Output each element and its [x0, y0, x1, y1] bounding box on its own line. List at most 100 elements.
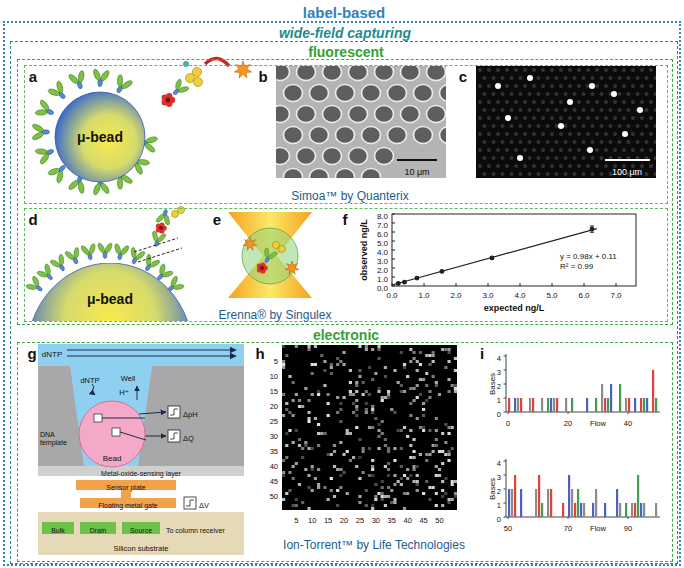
pixel [342, 363, 345, 366]
tick-mark [488, 283, 489, 286]
empty-well [631, 84, 635, 88]
empty-well [645, 92, 649, 96]
empty-well [564, 124, 568, 128]
empty-well [568, 132, 572, 136]
pixel [365, 504, 368, 507]
tick-mark [508, 517, 509, 519]
pixel [282, 366, 285, 369]
fluorophore [234, 61, 252, 78]
empty-well [523, 164, 527, 168]
empty-well [613, 100, 617, 104]
gate-via [121, 490, 131, 498]
text-holder: 0 [497, 508, 501, 526]
pixel [454, 384, 457, 387]
pixel [314, 477, 317, 480]
flow-bar [565, 398, 567, 412]
pixel [362, 393, 365, 396]
pixel [339, 486, 342, 489]
pixel [387, 393, 390, 396]
empty-well [627, 124, 631, 128]
pixel [447, 501, 450, 504]
pixel [371, 468, 374, 471]
empty-well [636, 76, 640, 80]
tick-mark [504, 489, 507, 490]
bright-well [558, 123, 564, 129]
empty-well [519, 108, 523, 112]
pixel [384, 366, 387, 369]
empty-well [586, 68, 590, 72]
empty-well [523, 100, 527, 104]
fluid [38, 344, 244, 466]
flow-bar [520, 398, 522, 412]
well [336, 127, 355, 144]
pixel [390, 408, 393, 411]
flow-bar [640, 398, 642, 412]
pixel [412, 456, 415, 459]
part-label: dNTP [80, 377, 99, 385]
antigen [159, 226, 163, 230]
empty-well [559, 132, 563, 136]
pixel [355, 414, 358, 417]
pixel [368, 426, 371, 429]
tick-label: 5.0 [377, 240, 388, 249]
art-ellipse [80, 245, 90, 256]
scale-label: 100 μm [612, 168, 642, 178]
pixel [311, 372, 314, 375]
pixel [288, 471, 291, 474]
well [375, 106, 394, 123]
tick-label: 30 [372, 517, 380, 525]
empty-well [541, 164, 545, 168]
art-ellipse [39, 99, 50, 112]
empty-well [510, 124, 514, 128]
sensor-site [112, 428, 120, 436]
tick-mark [424, 283, 425, 286]
pixel [428, 429, 431, 432]
text-holder: 50 [504, 517, 512, 535]
tick-mark [392, 223, 395, 224]
empty-well [541, 116, 545, 120]
flow-arrow [67, 355, 236, 356]
pixel [349, 393, 352, 396]
pixel [282, 345, 285, 348]
empty-well [546, 140, 550, 144]
bead-dome [27, 263, 193, 321]
pixel [317, 423, 320, 426]
pixel [432, 450, 435, 453]
pixel [377, 429, 380, 432]
pixel [285, 408, 288, 411]
pixel [435, 438, 438, 441]
empty-well [568, 100, 572, 104]
flow-bar [646, 398, 648, 412]
pixel [381, 420, 384, 423]
pixel [416, 369, 419, 372]
tick-mark [392, 268, 395, 269]
well [323, 106, 342, 123]
pixel [422, 426, 425, 429]
cleavage-line [134, 238, 178, 252]
pixel [298, 399, 301, 402]
pixel [403, 492, 406, 495]
pixel [317, 483, 320, 486]
tick-label: 3.0 [482, 292, 493, 301]
flow-bar [568, 475, 570, 517]
well-dots [478, 68, 656, 176]
tick-label: 25 [270, 418, 278, 426]
antibody [111, 242, 130, 261]
pixel [387, 462, 390, 465]
pixel [371, 408, 374, 411]
pixel [447, 360, 450, 363]
panel-letter: e [213, 212, 221, 229]
pixel [371, 507, 374, 510]
well [284, 85, 303, 102]
platform-caption: Erenna® by Singulex [219, 309, 332, 322]
empty-well [550, 100, 554, 104]
fit-equation: R² = 0.99 [560, 263, 593, 272]
empty-well [532, 84, 536, 88]
empty-well [532, 68, 536, 72]
pixel [355, 399, 358, 402]
terminal-box [122, 522, 160, 534]
art-ellipse [144, 142, 157, 154]
empty-well [577, 84, 581, 88]
pixel [412, 465, 415, 468]
pixel [292, 477, 295, 480]
